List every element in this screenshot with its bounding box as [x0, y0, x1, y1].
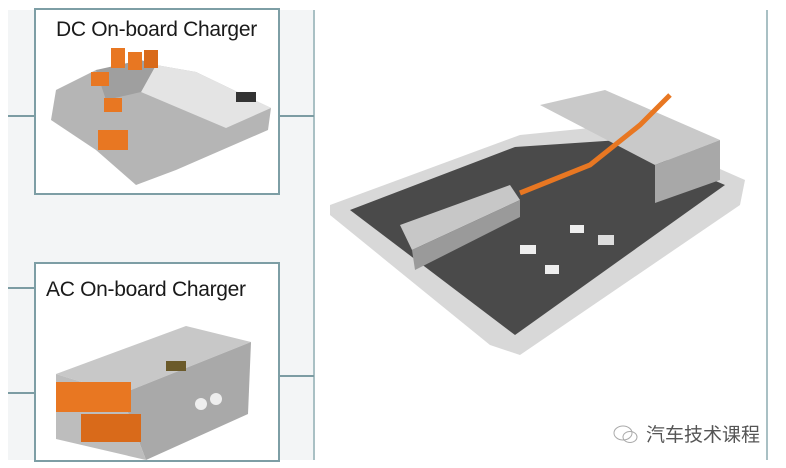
ac-charger-image	[56, 326, 251, 460]
connector-line	[278, 375, 314, 377]
connector-line	[8, 115, 36, 117]
dc-charger-image	[51, 48, 271, 185]
connector-line	[8, 287, 36, 289]
divider-line	[313, 10, 315, 460]
ac-charger-card: AC On-board Charger	[34, 262, 280, 462]
dc-charger-title: DC On-board Charger	[56, 18, 257, 41]
connector-line	[8, 392, 36, 394]
dc-charger-card: DC On-board Charger	[34, 8, 280, 195]
watermark-text: 汽车技术课程	[646, 424, 761, 446]
wechat-icon	[613, 425, 638, 443]
battery-pack-image	[330, 90, 745, 355]
ac-charger-title: AC On-board Charger	[46, 278, 246, 301]
divider-line-right	[766, 10, 768, 460]
connector-line	[278, 115, 314, 117]
watermark: 汽车技术课程	[612, 420, 760, 447]
